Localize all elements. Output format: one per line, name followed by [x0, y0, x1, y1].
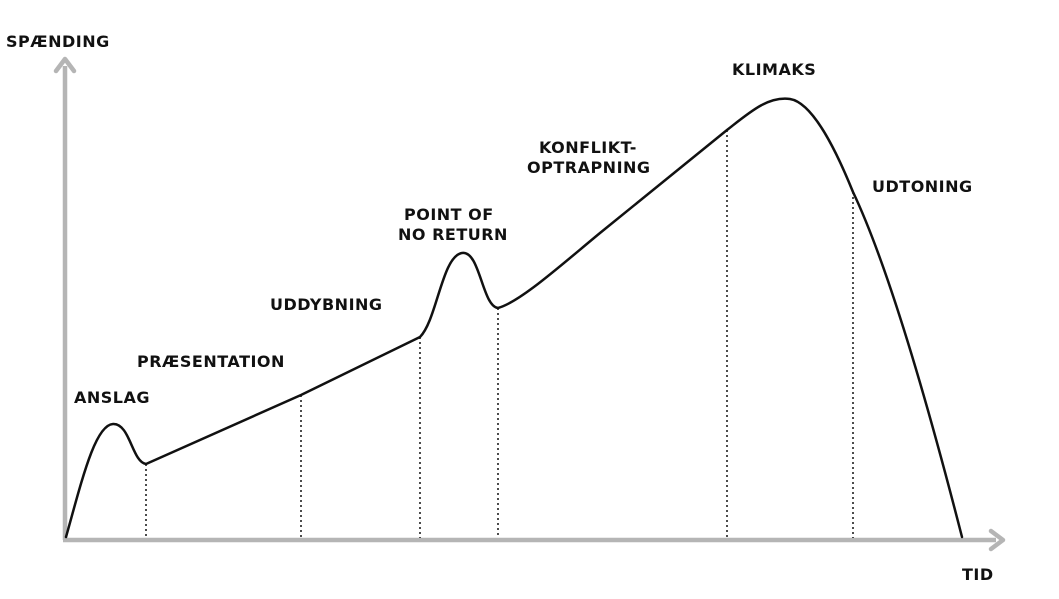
- phase-label-udtoning: UDTONING: [872, 177, 973, 196]
- phase-label-konflikt-line1: KONFLIKT-: [539, 138, 637, 157]
- phase-label-praesentation: PRÆSENTATION: [137, 352, 285, 371]
- y-axis-label: SPÆNDING: [6, 32, 110, 51]
- tension-curve: [64, 97, 964, 539]
- phase-label-klimaks: KLIMAKS: [732, 60, 816, 79]
- phase-label-point-of-no-return-line2: NO RETURN: [398, 225, 508, 244]
- x-axis-arrowhead: [988, 528, 1006, 552]
- phase-label-anslag: ANSLAG: [74, 388, 150, 407]
- x-axis-label: TID: [962, 565, 994, 584]
- phase-label-konflikt-line2: OPTRAPNING: [527, 158, 651, 177]
- y-axis-arrowhead: [53, 56, 77, 74]
- phase-label-uddybning: UDDYBNING: [270, 295, 383, 314]
- phase-label-point-of-no-return-line1: POINT OF: [404, 205, 494, 224]
